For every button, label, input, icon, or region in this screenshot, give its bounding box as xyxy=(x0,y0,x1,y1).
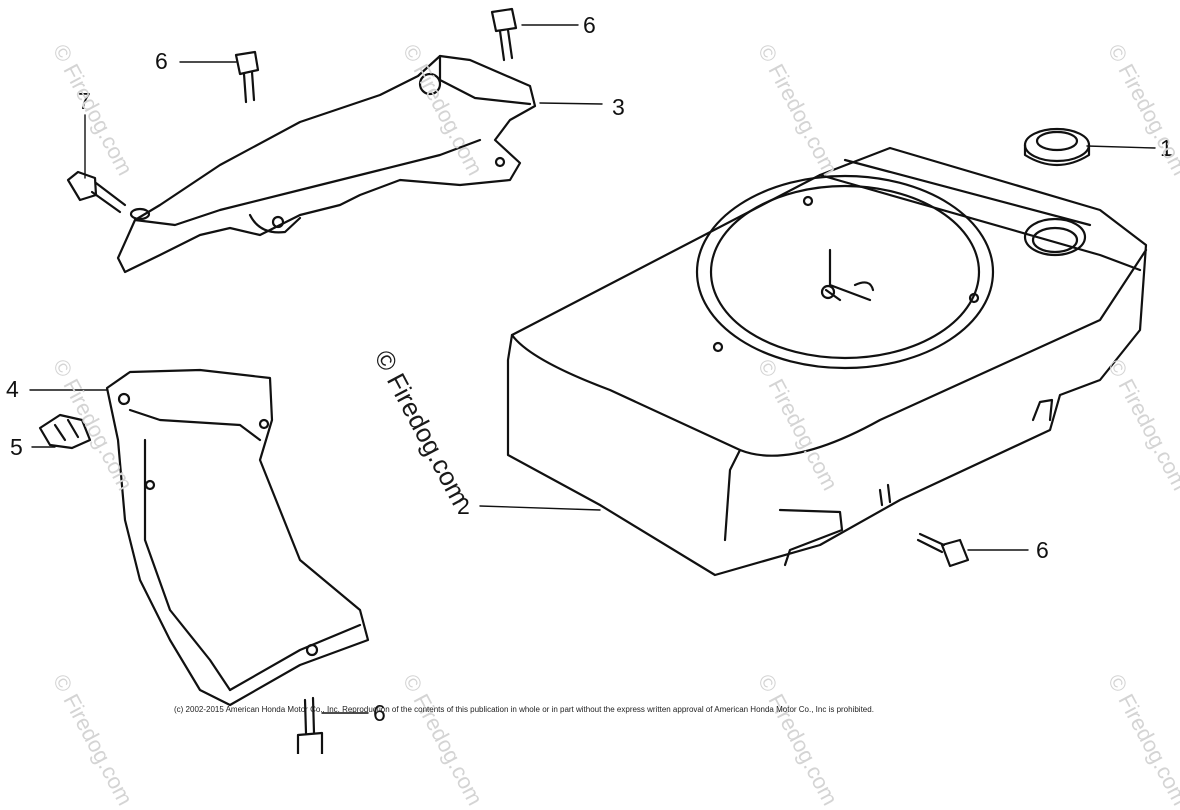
leader-lines xyxy=(29,24,1156,714)
bolt-part-7 xyxy=(66,170,127,214)
callout-6-top-mid: 6 xyxy=(583,12,596,38)
bolt-part-6-right xyxy=(916,532,970,568)
fan-cover-part-2 xyxy=(506,146,1148,577)
callout-5: 5 xyxy=(10,434,23,460)
callout-6-top-left: 6 xyxy=(155,48,168,74)
callout-4: 4 xyxy=(6,376,19,402)
callout-7: 7 xyxy=(78,88,91,114)
callout-1: 1 xyxy=(1160,135,1173,161)
parts-diagram xyxy=(29,7,1156,754)
callout-3: 3 xyxy=(612,94,625,120)
bolt-part-6-top-mid xyxy=(490,7,518,62)
bolt-part-6-top-left xyxy=(234,50,260,104)
callout-2: 2 xyxy=(457,493,470,519)
callout-6-bottom: 6 xyxy=(373,700,386,726)
bolt-part-6-bottom xyxy=(296,696,324,754)
copyright-notice: (c) 2002-2015 American Honda Motor Co., … xyxy=(174,705,874,714)
guard-plate-part-4 xyxy=(105,368,370,707)
clip-part-5 xyxy=(38,413,92,450)
bracket-part-3 xyxy=(116,54,537,274)
grommet-part-1 xyxy=(1023,127,1091,166)
callout-6-right: 6 xyxy=(1036,537,1049,563)
